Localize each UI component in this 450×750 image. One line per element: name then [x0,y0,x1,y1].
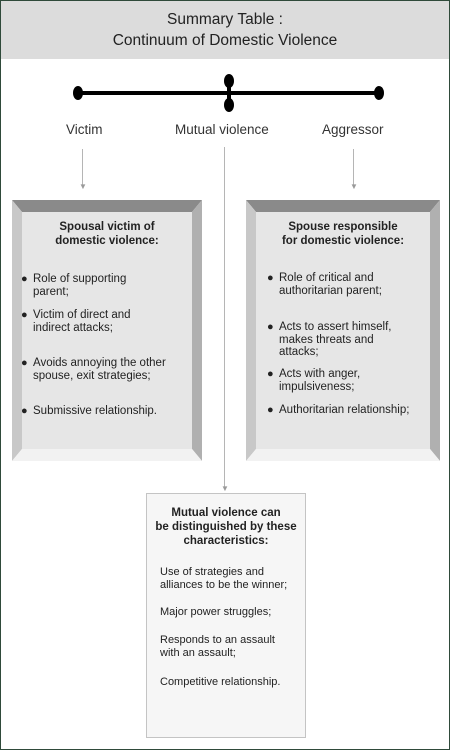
aggressor-item: ● Acts to assert himself, makes threats … [267,321,392,359]
victim-item-text: Role of supporting [33,273,127,285]
mutual-violence-box: Mutual violence can be distinguished by … [146,493,306,738]
aggressor-item-text: Acts to assert himself, [279,321,392,333]
title-band: Summary Table : Continuum of Domestic Vi… [1,1,449,59]
bullet-icon: ● [21,357,28,369]
aggressor-box: Spouse responsible for domestic violence… [246,200,440,461]
continuum-endpoint-right [374,86,384,100]
continuum-midpoint-stem [227,77,231,109]
victim-item-text: Submissive relationship. [33,405,158,417]
mutual-heading-line-2: be distinguished by these [155,521,297,533]
connector-mutual [224,147,225,487]
mutual-item-text: alliances to be the winner; [160,579,288,591]
arrowhead-down-icon: ▼ [350,182,358,191]
continuum-midpoint-bottom [224,98,234,112]
victim-heading-line-2: domestic violence: [55,235,159,247]
arrowhead-down-icon: ▼ [221,484,229,493]
label-mutual-violence: Mutual violence [175,122,269,137]
aggressor-item-text: Role of critical and [279,272,374,284]
connector-aggressor [353,149,354,185]
mutual-heading-line-3: characteristics: [183,535,269,547]
continuum-midpoint-top [224,74,234,88]
mutual-item-text: Use of strategies and [160,566,264,578]
aggressor-item-text: Authoritarian relationship; [279,404,410,416]
mutual-item: Competitive relationship. [160,676,300,689]
aggressor-item-text: makes threats and [279,333,374,346]
mutual-item-text: Major power struggles; [160,606,272,618]
bullet-icon: ● [267,272,274,284]
mutual-item: Major power struggles; [160,606,300,619]
title-line-2: Continuum of Domestic Violence [112,32,338,49]
bullet-icon: ● [21,273,28,285]
aggressor-item-text: authoritarian parent; [279,284,382,297]
victim-box-bevel [12,200,202,461]
aggressor-item-text: Acts with anger, [279,368,361,380]
bullet-icon: ● [267,321,274,333]
victim-item-text: indirect attacks; [33,321,113,334]
victim-box: Spousal victim of domestic violence: ● R… [12,200,202,461]
mutual-heading: Mutual violence can be distinguished by … [147,506,305,548]
victim-item-text: spouse, exit strategies; [33,369,151,382]
arrowhead-down-icon: ▼ [79,182,87,191]
aggressor-heading-line-1: Spouse responsible [288,221,398,233]
bullet-icon: ● [267,404,274,416]
aggressor-item: ● Acts with anger, impulsiveness; [267,368,361,393]
mutual-heading-line-1: Mutual violence can [171,507,281,519]
mutual-item: Responds to an assault with an assault; [160,634,300,660]
aggressor-item: ● Authoritarian relationship; [267,404,410,417]
mutual-item: Use of strategies and alliances to be th… [160,566,300,592]
victim-item: ● Avoids annoying the other spouse, exit… [21,357,166,382]
victim-item-text: parent; [33,285,69,298]
aggressor-item-text: attacks; [279,346,319,358]
title-line-1: Summary Table : [166,11,283,28]
bullet-icon: ● [267,368,274,380]
mutual-item-text: with an assault; [160,647,236,659]
aggressor-item-text: impulsiveness; [279,380,355,393]
bullet-icon: ● [21,405,28,417]
label-aggressor: Aggressor [322,122,384,137]
victim-item-text: Victim of direct and [33,309,131,321]
label-victim: Victim [66,122,103,137]
victim-item: ● Role of supporting parent; [21,273,127,298]
connector-victim [82,149,83,185]
aggressor-box-bevel [246,200,440,461]
victim-heading: Spousal victim of domestic violence: [12,220,202,248]
aggressor-heading: Spouse responsible for domestic violence… [246,220,440,248]
victim-heading-line-1: Spousal victim of [59,221,155,233]
mutual-item-text: Responds to an assault [160,634,275,646]
continuum-endpoint-left [73,86,83,100]
victim-item-text: Avoids annoying the other [33,357,166,369]
mutual-item-text: Competitive relationship. [160,676,281,688]
victim-item: ● Victim of direct and indirect attacks; [21,309,131,334]
aggressor-item: ● Role of critical and authoritarian par… [267,272,382,297]
bullet-icon: ● [21,309,28,321]
aggressor-heading-line-2: for domestic violence: [281,235,405,247]
victim-item: ● Submissive relationship. [21,405,158,418]
